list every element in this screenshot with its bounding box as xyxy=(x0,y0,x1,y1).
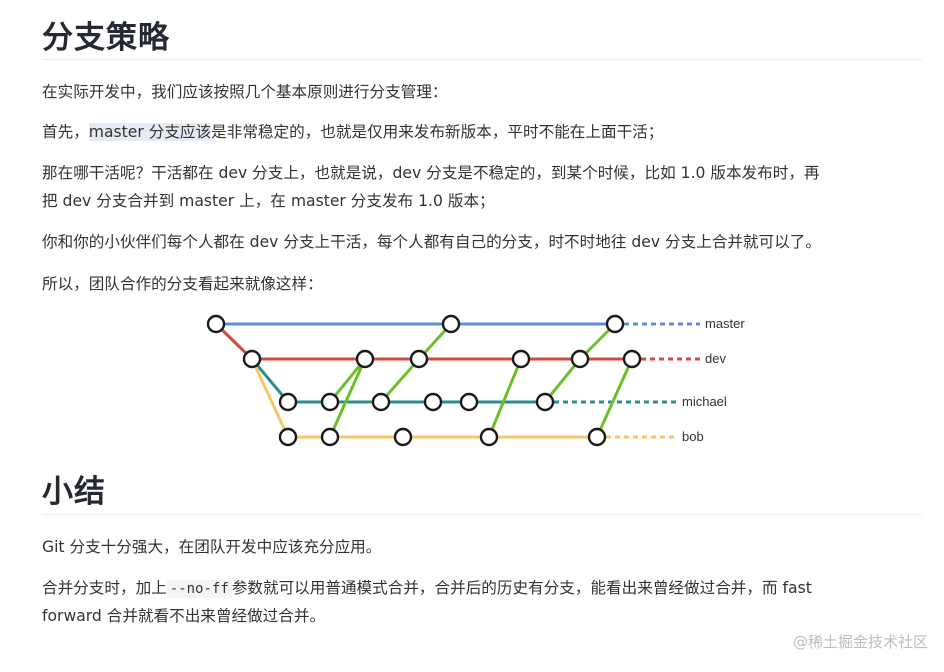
no-ff-code: --no-ff xyxy=(166,580,232,598)
commit-node xyxy=(570,349,590,369)
commit-node xyxy=(511,349,531,369)
commit-node xyxy=(605,314,625,334)
commit-node xyxy=(423,392,443,412)
merge-line xyxy=(328,358,367,438)
branch-label-michael: michael xyxy=(682,394,727,409)
commit-node xyxy=(587,427,607,447)
paragraph-no-ff-line2: forward 合并就看不出来曾经做过合并。 xyxy=(42,607,326,625)
section-title-summary: 小结 xyxy=(42,474,106,510)
paragraph-master: 首先，master 分支应该是非常稳定的，也就是仅用来发布新版本，平时不能在上面… xyxy=(42,118,922,146)
section-title-branch-strategy: 分支策略 xyxy=(42,20,170,56)
commit-node xyxy=(355,349,375,369)
commit-node xyxy=(242,349,262,369)
paragraph-summary: Git 分支十分强大，在团队开发中应该充分应用。 xyxy=(42,538,382,556)
paragraph-dev-line2: 把 dev 分支合并到 master 上，在 master 分支发布 1.0 版… xyxy=(42,192,495,210)
commit-node xyxy=(622,349,642,369)
commit-node xyxy=(535,392,555,412)
merge-line xyxy=(328,358,367,403)
merge-line xyxy=(379,358,421,403)
merge-line xyxy=(543,358,582,403)
commit-node xyxy=(479,427,499,447)
commit-node xyxy=(409,349,429,369)
bob-from-dev xyxy=(250,358,290,438)
commit-node xyxy=(278,392,298,412)
merge-line xyxy=(595,358,634,438)
paragraph-no-ff-prefix: 合并分支时，加上 xyxy=(42,579,167,597)
commit-node xyxy=(441,314,461,334)
paragraph-no-ff-suffix: 参数就可以用普通模式合并，合并后的历史有分支，能看出来曾经做过合并，而 fast xyxy=(231,579,812,597)
merge-line xyxy=(487,358,523,438)
commit-node xyxy=(393,427,413,447)
paragraph-master-prefix: 首先， xyxy=(42,123,89,141)
branch-label-bob: bob xyxy=(682,429,704,444)
title-divider xyxy=(42,59,922,60)
michael-from-dev xyxy=(250,358,290,403)
commit-node xyxy=(206,314,226,334)
paragraph-dev-line1: 那在哪干活呢？干活都在 dev 分支上，也就是说，dev 分支是不稳定的，到某个… xyxy=(42,164,820,182)
paragraph-lead-in: 所以，团队合作的分支看起来就像这样： xyxy=(42,275,323,293)
commit-node xyxy=(320,392,340,412)
paragraph-master-suffix: 是非常稳定的，也就是仅用来发布新版本，平时不能在上面干活； xyxy=(211,123,664,141)
commit-node xyxy=(371,392,391,412)
branch-diagram: master dev michael bob xyxy=(206,314,745,447)
branch-label-dev: dev xyxy=(705,351,726,366)
commit-nodes xyxy=(206,314,642,447)
commit-node xyxy=(278,427,298,447)
watermark: @稀土掘金技术社区 xyxy=(792,633,928,651)
commit-node xyxy=(320,427,340,447)
commit-node xyxy=(459,392,479,412)
branch-label-master: master xyxy=(705,316,745,331)
highlighted-text: master 分支应该 xyxy=(88,123,212,141)
paragraph-intro: 在实际开发中，我们应该按照几个基本原则进行分支管理： xyxy=(42,83,448,101)
paragraph-team: 你和你的小伙伴们每个人都在 dev 分支上干活，每个人都有自己的分支，时不时地往… xyxy=(42,233,821,251)
summary-divider xyxy=(42,514,922,515)
